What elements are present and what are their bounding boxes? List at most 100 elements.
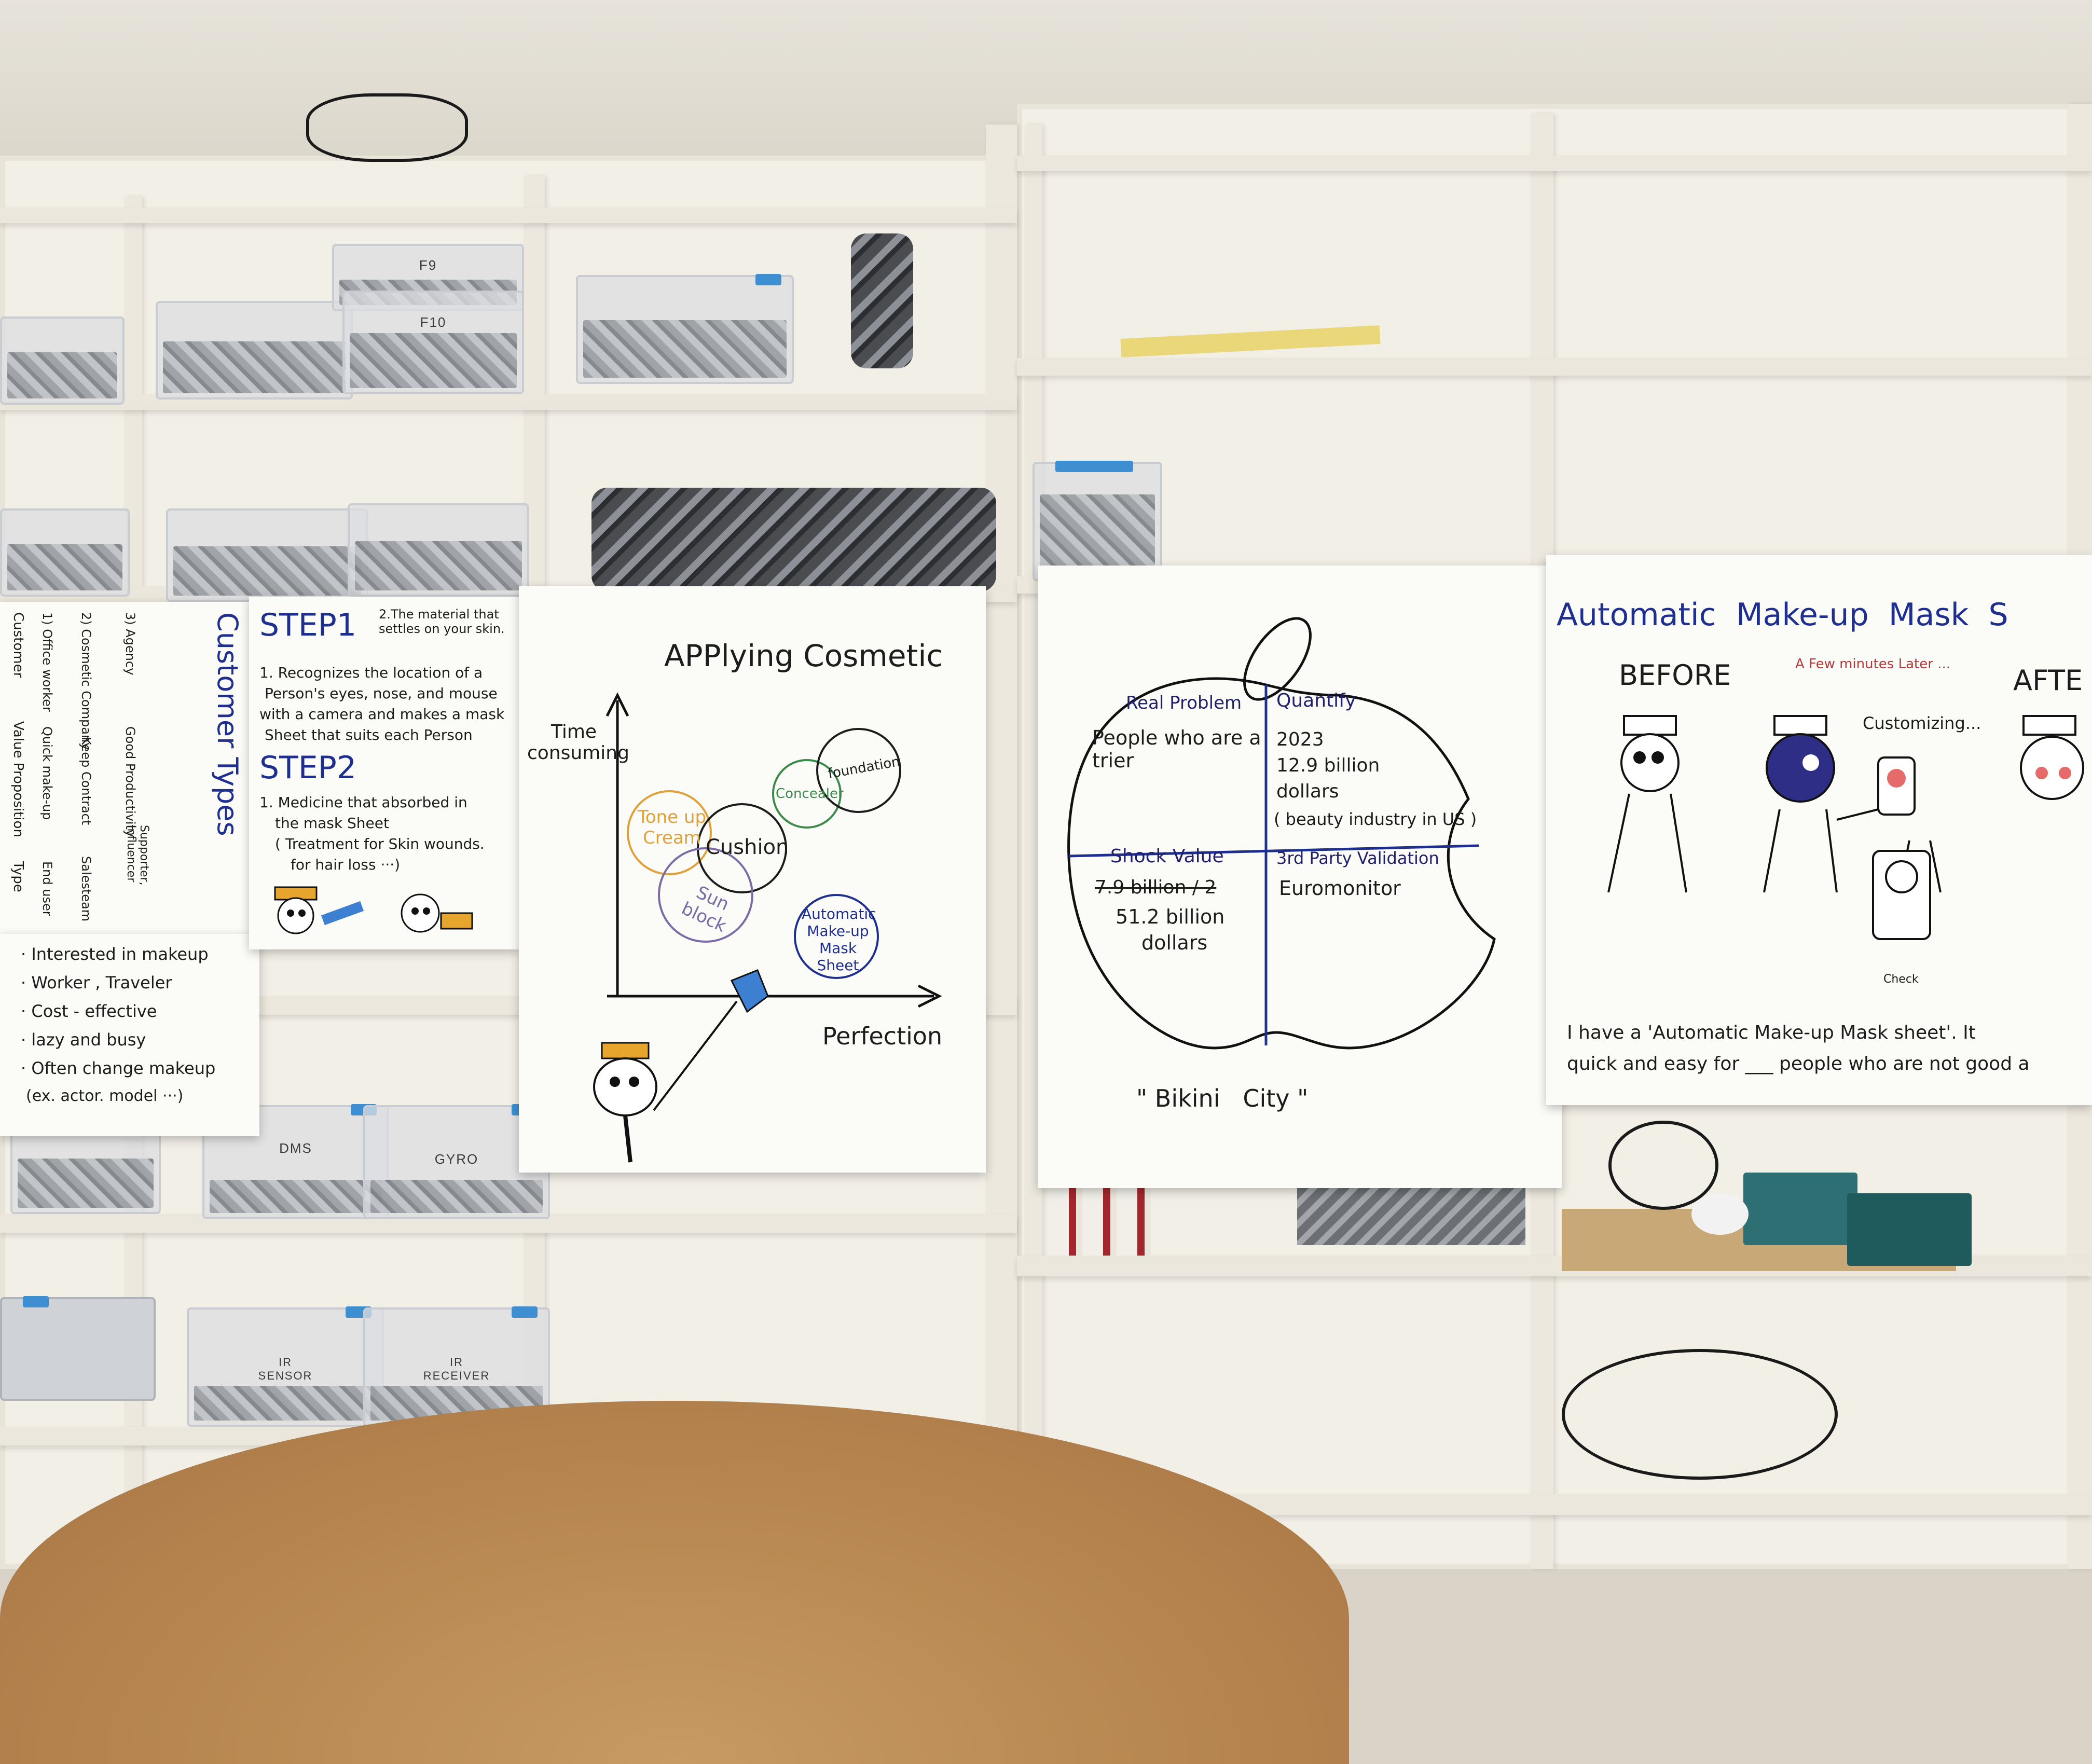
trait-line: · lazy and busy (21, 1030, 146, 1050)
step1-line: Person's eyes, nose, and mouse (265, 685, 498, 702)
row-1-value: Quick make-up (40, 726, 54, 820)
step1-line: Sheet that suits each Person (265, 726, 473, 743)
step2-line: ( Treatment for Skin wounds. (275, 835, 485, 852)
trait-line: · Often change makeup (21, 1058, 216, 1078)
step1-heading: STEP1 (259, 607, 357, 643)
step1-line: with a camera and makes a mask (259, 706, 505, 723)
parts-bin-ir-sensor: IR SENSOR (187, 1306, 384, 1427)
heading-quantify: Quantify (1276, 690, 1356, 711)
row-2-value: Keep Contract (79, 737, 93, 825)
bin-label: GYRO (434, 1151, 479, 1167)
poster-applying-cosmetic: APPlying Cosmetic Time consuming Perfect… (519, 586, 986, 1173)
parts-bin (10, 1121, 161, 1214)
label-before: BEFORE (1619, 659, 1731, 692)
trait-line: · Worker , Traveler (21, 973, 172, 993)
parts-bin-f10: F10 (342, 291, 524, 394)
col-type: Type (10, 861, 26, 892)
bin-label: F9 (419, 257, 437, 273)
real-problem-text: People who are a trier (1092, 726, 1261, 772)
poster-apple-value: Real Problem Quantify People who are a t… (1038, 566, 1562, 1188)
parts-bin (0, 1296, 156, 1401)
row-3-customer: 3) Agency (123, 612, 137, 676)
shelf-post (986, 125, 1017, 1569)
row-2-type: Salesteam (79, 856, 93, 922)
x-axis-label: Perfection (822, 1022, 943, 1050)
shock-line: dollars (1141, 931, 1208, 954)
bin-label: F10 (420, 314, 447, 330)
robot-arm (851, 233, 913, 368)
poster-automatic-mask: Automatic Make-up Mask S BEFORE A Few mi… (1546, 555, 2092, 1105)
trait-line: · Cost - effective (21, 1001, 157, 1021)
row-1-customer: 1) Office worker (40, 612, 54, 712)
shelf (0, 208, 1017, 223)
row-1-type: End user (40, 861, 54, 916)
before-after-faces-icon (1607, 715, 2084, 940)
row-3-type: Supporter, Influencer (125, 825, 150, 886)
col-value: Value Proposition (10, 721, 26, 837)
trait-line: · Interested in makeup (21, 944, 209, 964)
small-parts-bin (1033, 461, 1162, 581)
row-3-value: Good Productivity (123, 726, 137, 837)
parts-bin (156, 301, 353, 399)
step2-line: 1. Medicine that absorbed in (259, 794, 467, 811)
y-axis-label: Time consuming (527, 721, 629, 764)
bubble-foundation (816, 728, 901, 813)
label-after: AFTE (2013, 664, 2083, 697)
shelf (0, 394, 1017, 410)
robot-parts-shelf (1297, 1188, 1525, 1245)
parts-bin (576, 274, 794, 384)
label-cushion: Cushion (706, 835, 789, 859)
apple-shape-icon (1067, 617, 1496, 1050)
heading-real-problem: Real Problem (1126, 693, 1242, 713)
shock-line: 51.2 billion (1116, 905, 1225, 928)
mask-caption: quick and easy for ___ people who are no… (1567, 1053, 2030, 1074)
shelf (1017, 358, 2092, 376)
teal-box (1743, 1173, 1857, 1245)
customer-types-rotated-content: Customer Types Customer Value Propositio… (0, 602, 249, 934)
parts-bin (166, 508, 368, 602)
step2-heading: STEP2 (259, 750, 357, 786)
mask-title: Automatic Make-up Mask S (1557, 597, 2008, 633)
bubble-concealer (772, 759, 842, 829)
cable-icon (1608, 1121, 1718, 1210)
cable-icon (306, 93, 468, 162)
mask-caption: I have a 'Automatic Make-up Mask sheet'.… (1567, 1022, 1976, 1043)
step2-line: for hair loss ···) (291, 856, 401, 873)
poster-steps: STEP1 2.The material that settles on you… (249, 597, 519, 949)
step1-line: 1. Recognizes the location of a (259, 664, 483, 681)
apple-caption: " Bikini City " (1136, 1084, 1309, 1112)
poster-customer-types: Customer Types Customer Value Propositio… (0, 602, 249, 934)
positioning-map (593, 692, 942, 1163)
label-later: A Few minutes Later ... (1795, 656, 1950, 672)
customer-types-title: Customer Types (211, 612, 244, 836)
mouse (1691, 1193, 1749, 1235)
bin-label: IR RECEIVER (423, 1355, 490, 1382)
label-concealer: Concealer (776, 786, 844, 802)
books (1048, 1178, 1152, 1256)
cartoon-characters-icon (274, 886, 473, 934)
third-party-text: Euromonitor (1279, 877, 1401, 900)
poster-customer-traits: · Interested in makeup · Worker , Travel… (0, 934, 259, 1136)
col-customer: Customer (10, 612, 26, 678)
label-automatic-mask: Automatic Make-up Mask Sheet (802, 905, 876, 974)
label-check: Check (1883, 973, 1919, 986)
bubble-tone-up-cream (627, 790, 712, 875)
parts-bin (0, 508, 130, 597)
heading-shock-value: Shock Value (1110, 846, 1224, 867)
quantify-line: ( beauty industry in US ) (1274, 809, 1477, 829)
quantify-line: dollars (1276, 781, 1339, 802)
teal-box (1847, 1193, 1972, 1266)
bin-label: IR SENSOR (258, 1355, 313, 1382)
quantify-line: 12.9 billion (1276, 755, 1380, 776)
bubble-automatic-mask (794, 894, 879, 979)
trait-line: (ex. actor. model ···) (26, 1087, 184, 1105)
shelf (1017, 156, 2092, 171)
step2-line: the mask Sheet (275, 815, 389, 832)
heading-third-party: 3rd Party Validation (1276, 848, 1439, 868)
label-tone-up-cream: Tone up Cream (637, 807, 707, 848)
label-customizing: Customizing... (1863, 713, 1981, 733)
cable-icon (1562, 1349, 1838, 1480)
bin-label: DMS (279, 1140, 312, 1156)
parts-bin (348, 503, 529, 597)
